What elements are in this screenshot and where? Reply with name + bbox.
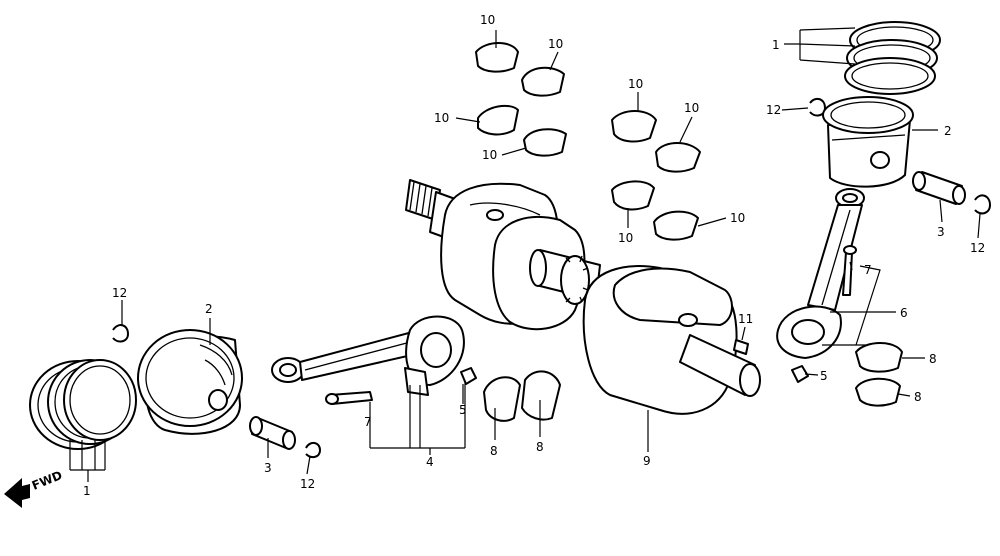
callout-1-left: 1 [83,484,91,498]
main-bearing-row2-b [523,128,567,157]
connecting-rod-bolt-right [842,245,857,296]
piston-ring-set-left [29,359,137,450]
main-bearing-row1-a [475,42,519,73]
callout-8-right-a: 8 [929,352,937,366]
callout-10-g: 10 [618,231,633,245]
main-bearing-row2-a [477,104,519,136]
callout-7-left: 7 [364,415,372,429]
callout-10-c: 10 [434,111,449,125]
callout-2-left: 2 [205,302,213,316]
main-bearing-row1-b [521,66,565,97]
callout-8-left-b: 8 [536,440,544,454]
callout-10-f: 10 [684,101,699,115]
callout-labels: 1 1 2 2 3 3 4 5 5 6 7 7 8 8 8 8 9 10 10 … [83,13,985,498]
callout-11: 11 [738,312,753,326]
leader-lines [69,27,981,482]
piston-pin-right [912,171,966,205]
piston-ring-set-right [844,21,941,95]
connecting-rod-nut-right [791,365,809,383]
callout-3-right: 3 [937,225,945,239]
main-bearing-row3-a [611,110,657,143]
callout-10-a: 10 [480,13,495,27]
callout-4: 4 [426,455,434,469]
piston-left [137,329,243,435]
connecting-rod-right [776,188,865,359]
callout-5-right: 5 [820,369,828,383]
fwd-label: FWD [30,468,64,493]
rod-bearing-left-a [483,376,521,422]
rod-bearing-left-b [521,370,561,421]
main-bearing-row4-b [653,210,699,241]
rod-bearing-right-b [855,377,901,407]
callout-6: 6 [900,306,908,320]
main-bearing-row4-a [611,180,655,211]
crankshaft [405,179,761,415]
callout-8-left-a: 8 [490,444,498,458]
piston-pin-left [249,416,296,450]
crankshaft-key [733,339,749,355]
connecting-rod-nut-left [460,367,477,385]
callout-12-right-top: 12 [766,103,781,117]
callout-10-d: 10 [482,148,497,162]
callout-10-b: 10 [548,37,563,51]
callout-8-right-b: 8 [914,390,922,404]
rod-bearing-right-a [855,342,903,373]
piston-pin-clip-left-bottom [305,442,321,459]
main-bearing-row3-b [655,142,701,173]
callout-10-e: 10 [628,77,643,91]
callout-7-right: 7 [864,263,872,277]
connecting-rod-bolt-left [325,391,373,405]
connecting-rod-left [271,315,465,396]
callout-2-right: 2 [944,124,952,138]
callout-12-left-top: 12 [112,286,127,300]
callout-1-right: 1 [772,38,780,52]
callout-5-left: 5 [459,403,467,417]
callout-9: 9 [643,454,651,468]
piston-pin-clip-left-top [112,324,129,343]
callout-3-left: 3 [264,461,272,475]
callout-10-h: 10 [730,211,745,225]
piston-right [822,96,914,188]
forward-arrow-icon [4,478,30,508]
callout-12-left-bottom: 12 [300,477,315,491]
forward-direction-indicator: FWD [4,468,64,508]
piston-pin-clip-right-side [974,194,991,215]
callout-12-right-side: 12 [970,241,985,255]
